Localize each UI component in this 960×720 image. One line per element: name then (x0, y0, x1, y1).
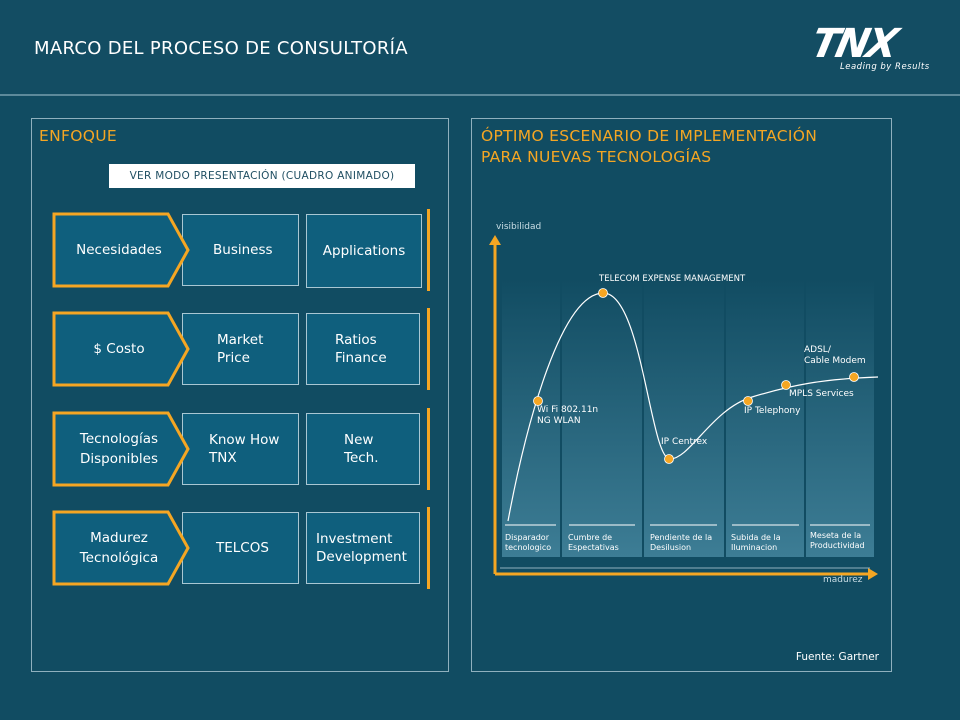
point-tem (598, 288, 608, 298)
row1-middle-label: Business (213, 242, 273, 258)
hype-cycle-chart (489, 235, 879, 580)
enfoque-panel: ENFOQUE VER MODO PRESENTACIÓN (CUADRO AN… (31, 118, 449, 672)
row1-right-box: Applications (306, 214, 422, 288)
row2-chevron (52, 311, 190, 387)
phase-col-3 (644, 279, 724, 557)
phase-label-2: Cumbre de Espectativas (568, 533, 619, 552)
enfoque-title: ENFOQUE (39, 127, 117, 145)
row4-chevron-label: Madurez Tecnológica (79, 530, 159, 566)
row4-middle-label: TELCOS (216, 540, 269, 556)
row2-right-box: Ratios Finance (306, 313, 420, 385)
scenario-title-line2: PARA NUEVAS TECNOLOGÍAS (481, 148, 712, 166)
row3-middle-label: Know How TNX (209, 432, 280, 466)
row4-accent-bar (427, 507, 430, 589)
row1-right-label: Applications (322, 243, 406, 259)
y-axis-arrow (489, 235, 501, 245)
label-adsl: ADSL/ Cable Modem (804, 345, 866, 366)
point-telephony (743, 396, 753, 406)
row1-accent-bar (427, 209, 430, 291)
row2-middle-box: Market Price (182, 313, 299, 385)
row3-right-box: New Tech. (306, 413, 420, 485)
point-wifi (533, 396, 543, 406)
page-title: MARCO DEL PROCESO DE CONSULTORÍA (34, 38, 408, 59)
logo-tagline: Leading by Results (840, 62, 930, 72)
label-mpls: MPLS Services (789, 389, 854, 399)
tnx-logo: TNX Leading by Results (807, 21, 942, 72)
row4-right-label: Investment Development (316, 531, 407, 565)
logo-mark: TNX (807, 21, 900, 67)
phase-col-5 (806, 279, 874, 557)
presentation-mode-button[interactable]: VER MODO PRESENTACIÓN (CUADRO ANIMADO) (109, 164, 415, 188)
row4-chevron (52, 510, 190, 586)
scenario-title-line1: ÓPTIMO ESCENARIO DE IMPLEMENTACIÓN (481, 127, 818, 145)
y-axis-label: visibilidad (496, 222, 542, 232)
row2-chevron-label: $ Costo (93, 341, 145, 357)
row2-right-label: Ratios Finance (335, 332, 387, 366)
row3-chevron (52, 411, 190, 487)
row1-chevron (52, 212, 190, 288)
row2-accent-bar (427, 308, 430, 390)
phase-col-2 (562, 279, 642, 557)
scenario-title: ÓPTIMO ESCENARIO DE IMPLEMENTACIÓN PARA … (481, 126, 817, 168)
phase-label-1: Disparador tecnologico (505, 533, 552, 552)
row3-right-label: New Tech. (344, 432, 379, 466)
label-wifi: Wi Fi 802.11n NG WLAN (537, 405, 599, 426)
phase-col-4 (726, 279, 804, 557)
header: MARCO DEL PROCESO DE CONSULTORÍA TNX Lea… (0, 0, 960, 94)
row1-chevron-label: Necesidades (76, 242, 162, 258)
row4-right-box: Investment Development (306, 512, 420, 584)
label-centrex: IP Centrex (661, 437, 708, 447)
x-axis-label: madurez (823, 575, 863, 585)
point-adsl (849, 372, 859, 382)
phase-columns (502, 279, 874, 557)
row3-accent-bar (427, 408, 430, 490)
row4-middle-box: TELCOS (182, 512, 299, 584)
label-tem: TELECOM EXPENSE MANAGEMENT (599, 274, 746, 284)
scenario-panel: ÓPTIMO ESCENARIO DE IMPLEMENTACIÓN PARA … (471, 118, 892, 672)
phase-label-5: Meseta de la Productividad (810, 531, 865, 550)
curve-points (533, 288, 859, 464)
row1-middle-box: Business (182, 214, 299, 286)
row2-middle-label: Market Price (217, 332, 264, 366)
phase-label-3: Pendiente de la Desilusion (650, 533, 713, 552)
label-telephony: IP Telephony (744, 406, 801, 416)
point-mpls (781, 380, 791, 390)
row3-chevron-label: Tecnologías Disponibles (79, 431, 159, 467)
phase-label-4: Subida de la Iluminacion (731, 533, 781, 552)
x-axis-arrow (868, 568, 878, 580)
header-divider (0, 94, 960, 96)
source-note: Fuente: Gartner (795, 651, 879, 663)
point-centrex (664, 454, 674, 464)
row3-middle-box: Know How TNX (182, 413, 299, 485)
hype-curve (507, 292, 879, 522)
